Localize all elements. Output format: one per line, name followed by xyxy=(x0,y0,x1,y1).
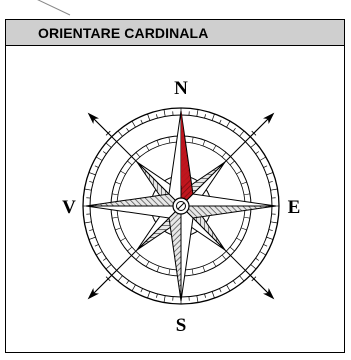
panel-title: ORIENTARE CARDINALA xyxy=(38,24,209,41)
compass-panel: ORIENTARE CARDINALA xyxy=(5,19,345,353)
north-label: N xyxy=(174,78,188,99)
panel-header: ORIENTARE CARDINALA xyxy=(6,20,344,46)
south-label: S xyxy=(176,315,187,336)
east-label: E xyxy=(288,197,301,218)
cardinal-points xyxy=(85,110,277,302)
compass-rose: N S E V xyxy=(62,78,301,336)
west-label: V xyxy=(62,197,76,218)
decorative-stroke xyxy=(37,0,71,16)
